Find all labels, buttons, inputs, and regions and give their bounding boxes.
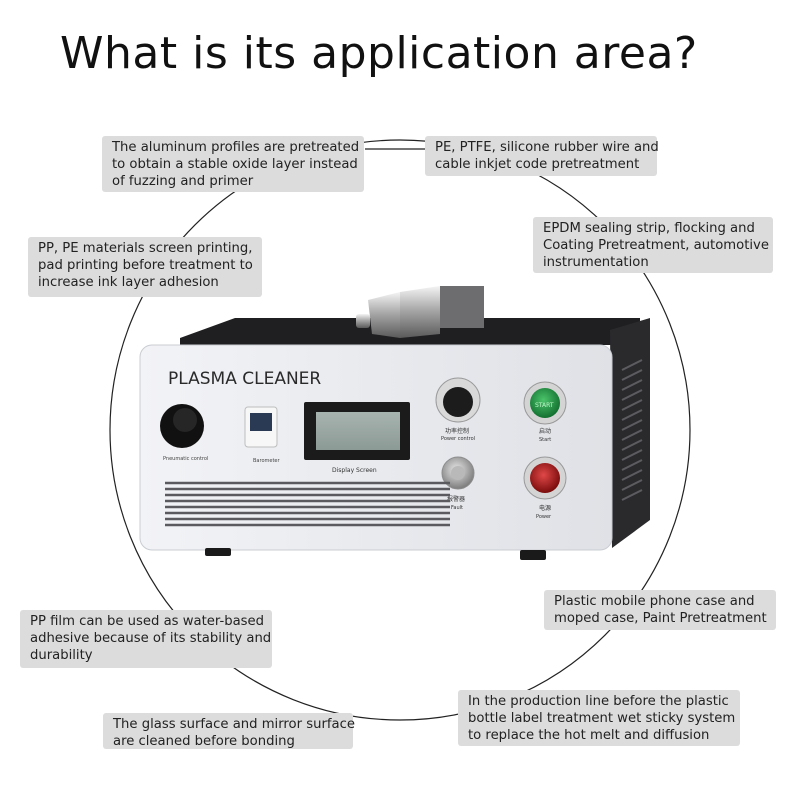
callout-line: adhesive because of its stability and: [30, 631, 272, 646]
power-cn-label: 电源: [539, 504, 551, 512]
callout-pe-ptfe-cable: PE, PTFE, silicone rubber wire and cable…: [425, 136, 659, 176]
display-screen-label: Display Screen: [332, 467, 377, 474]
callout-line: instrumentation: [543, 255, 649, 270]
callout-line: to replace the hot melt and diffusion: [468, 728, 710, 743]
callout-line: pad printing before treatment to: [38, 258, 253, 273]
callout-line: cable inkjet code pretreatment: [435, 157, 640, 172]
power-label: Power: [536, 514, 552, 520]
callout-line: of fuzzing and primer: [112, 174, 254, 189]
callout-line: increase ink layer adhesion: [38, 275, 219, 290]
callout-line: The glass surface and mirror surface: [113, 717, 355, 732]
barometer-label: Barometer: [253, 458, 280, 464]
pneumatic-control-label: Pneumatic control: [163, 456, 208, 462]
callout-line: bottle label treatment wet sticky system: [468, 711, 736, 726]
callout-line: PP film can be used as water-based: [30, 614, 265, 629]
callout-line: In the production line before the plasti…: [468, 694, 729, 709]
fault-cn-label: 报警器: [447, 495, 465, 503]
callout-line: are cleaned before bonding: [113, 734, 295, 749]
callout-line: Plastic mobile phone case and: [554, 594, 755, 609]
callout-line: Coating Pretreatment, automotive: [543, 238, 769, 253]
brand-label: PLASMA CLEANER: [168, 369, 321, 389]
power-control-label: Power control: [441, 436, 475, 442]
callout-pp-pe-printing: PP, PE materials screen printing, pad pr…: [28, 237, 262, 297]
callout-glass-mirror: The glass surface and mirror surface are…: [103, 713, 355, 749]
callout-line: EPDM sealing strip, flocking and: [543, 221, 755, 236]
callout-line: The aluminum profiles are pretreated: [112, 140, 360, 155]
page-title: What is its application area?: [60, 28, 698, 79]
callout-pp-film: PP film can be used as water-based adhes…: [20, 610, 272, 668]
power-control-cn-label: 功率控制: [445, 427, 469, 435]
callout-epdm-sealing: EPDM sealing strip, flocking and Coating…: [533, 217, 773, 273]
callout-line: durability: [30, 648, 93, 663]
start-cn-label: 启动: [539, 427, 551, 435]
callout-mobile-phone-case: Plastic mobile phone case and moped case…: [544, 590, 776, 630]
fault-label: Fault: [451, 505, 463, 511]
callout-production-line: In the production line before the plasti…: [458, 690, 740, 746]
callout-line: PE, PTFE, silicone rubber wire and: [435, 140, 659, 155]
start-label: Start: [539, 437, 551, 443]
callout-line: to obtain a stable oxide layer instead: [112, 157, 358, 172]
callout-line: PP, PE materials screen printing,: [38, 241, 253, 256]
callout-aluminum-profiles: The aluminum profiles are pretreated to …: [102, 136, 364, 192]
callout-line: moped case, Paint Pretreatment: [554, 611, 767, 626]
start-button-text: START: [535, 402, 554, 409]
